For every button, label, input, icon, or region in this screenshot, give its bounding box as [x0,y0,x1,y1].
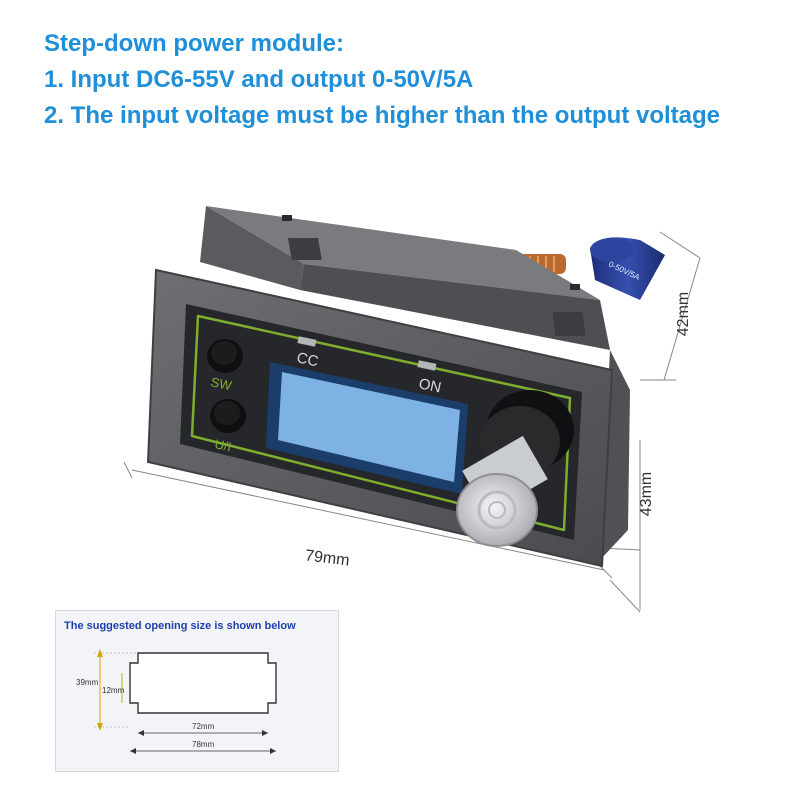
cc-led [297,336,317,347]
opening-step-label: 12mm [102,686,125,695]
case-top [200,206,610,350]
opening-height-label: 39mm [76,678,99,687]
headline-title: Step-down power module: [44,30,344,57]
rotary-knob[interactable] [456,390,574,547]
capacitor: 0-50V/5A [590,237,665,300]
indicator-on-label: ON [417,375,443,396]
headline-line-1: 1. Input DC6-55V and output 0-50V/5A [44,66,474,93]
lcd-screen [266,362,468,494]
ui-button[interactable] [210,399,246,433]
on-led [417,360,437,371]
ui-button-label: U/I [213,436,232,454]
indicator-cc-label: CC [295,349,320,370]
sw-button[interactable] [207,339,243,373]
opening-outer-width-label: 78mm [192,740,215,749]
opening-diagram: 39mm 12mm 72mm 78mm [76,649,277,754]
opening-inner-width-label: 72mm [192,722,215,731]
dimension-height-front-label: 43mm [638,471,656,517]
dimension-height-top-label: 42mm [675,291,693,337]
headline-line-2: 2. The input voltage must be higher than… [44,102,721,129]
opening-outline [129,652,277,714]
inset-title: The suggested opening size is shown belo… [64,620,296,632]
opening-size-inset: The suggested opening size is shown belo… [55,610,339,772]
sw-button-label: SW [209,374,233,393]
